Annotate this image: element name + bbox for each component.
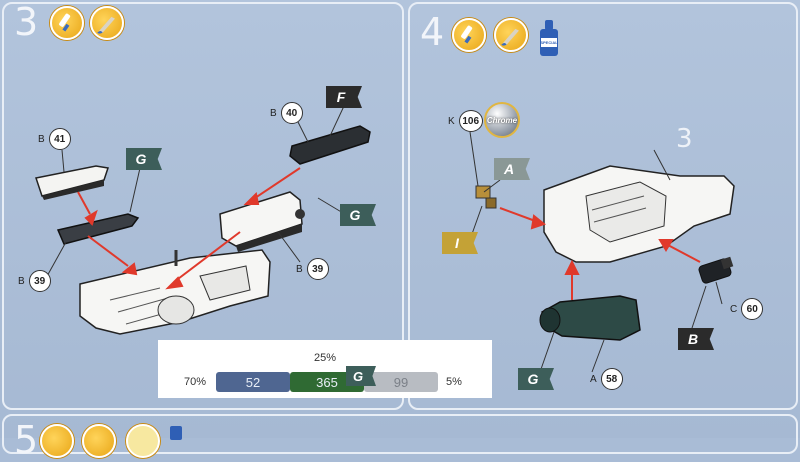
sheet-letter: B	[296, 263, 303, 275]
callout-b39-left: B 39	[18, 270, 51, 292]
valve-cover-part-41	[35, 165, 109, 200]
paint-brush-icon	[90, 6, 124, 40]
callout-b40: B 40	[270, 102, 303, 124]
decal-icon	[126, 424, 160, 458]
paint-flag-a: A	[494, 158, 530, 180]
glue-label: SPECIAL	[540, 40, 558, 45]
engine-block	[79, 249, 271, 335]
glue-brush-icon	[452, 18, 486, 52]
step-number-4: 4	[420, 10, 445, 54]
part-number: 39	[28, 270, 51, 292]
paint-flag-i: I	[442, 232, 478, 254]
step-number-5: 5	[14, 418, 39, 462]
sheet-letter: B	[38, 133, 45, 145]
step-3-panel	[2, 2, 404, 410]
part-number: 41	[48, 128, 71, 150]
valve-cover-part-40	[289, 125, 371, 165]
part-number: 40	[280, 102, 303, 124]
step-5-panel	[2, 414, 798, 454]
oil-pan-part-58	[539, 295, 641, 341]
glue-brush-icon	[50, 6, 84, 40]
sheet-letter: B	[270, 107, 277, 119]
paint-swatch-365: 365	[290, 372, 364, 392]
chrome-finish-badge: Chrome	[484, 102, 520, 138]
callout-b41: B 41	[38, 128, 71, 150]
paint-flag-g: G	[126, 148, 162, 170]
callout-b39-right: B 39	[296, 258, 329, 280]
step-3-illustration	[35, 105, 371, 335]
cylinder-head-part-39-right	[219, 191, 305, 252]
part-number: 106	[458, 110, 483, 132]
paint-brush-icon	[494, 18, 528, 52]
pct-left: 70%	[184, 376, 207, 388]
callout-c60: C 60	[730, 298, 764, 320]
fuel-pump-part-60	[698, 256, 734, 284]
sheet-letter: B	[18, 275, 25, 287]
paint-flag-b: B	[678, 328, 714, 350]
paint-flag-f: F	[326, 86, 362, 108]
paint-flag-g: G	[346, 366, 376, 386]
paint-mix-box: 25% 70% 5% 52 365 99 G	[158, 340, 492, 398]
glue-brush-icon	[40, 424, 74, 458]
step-4-panel	[408, 2, 798, 410]
assembly-step-reference: 3	[676, 124, 693, 154]
sheet-letter: K	[448, 115, 455, 127]
sheet-letter: C	[730, 303, 738, 315]
gasket-part-39-left	[56, 213, 140, 245]
part-number: 60	[741, 298, 764, 320]
sheet-letter: A	[590, 373, 597, 385]
assembly-arrows	[499, 207, 701, 300]
assembly-arrows	[77, 167, 301, 290]
paint-swatch-99: 99	[364, 372, 438, 392]
chrome-label: Chrome	[486, 115, 518, 125]
glue-bottle-icon: SPECIAL	[538, 20, 560, 56]
paint-flag-g: G	[340, 204, 376, 226]
pct-right: 5%	[446, 376, 462, 388]
assembled-engine	[543, 149, 735, 263]
part-number: 58	[600, 368, 623, 390]
step-4-illustration	[469, 131, 735, 373]
callout-k106: K 106	[448, 110, 483, 132]
step-number-3: 3	[14, 0, 39, 44]
distributor-part-106	[475, 185, 497, 209]
part-number: 39	[306, 258, 329, 280]
pct-top: 25%	[314, 352, 337, 364]
callout-a58: A 58	[590, 368, 623, 390]
paint-swatch-52: 52	[216, 372, 290, 392]
glue-bottle-icon	[170, 426, 182, 440]
paint-brush-icon	[82, 424, 116, 458]
paint-flag-g: G	[518, 368, 554, 390]
